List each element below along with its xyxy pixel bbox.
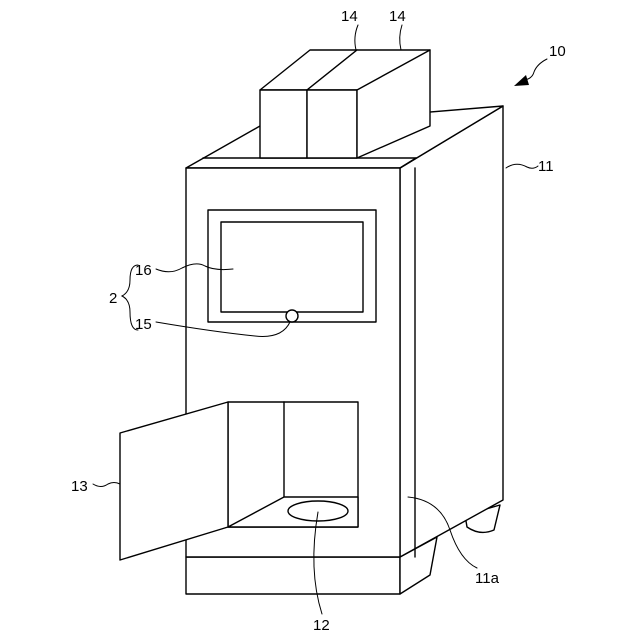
- label-13: 13: [71, 478, 88, 495]
- display-unit: [208, 210, 376, 322]
- label-11a: 11a: [475, 570, 500, 587]
- label-2: 2: [109, 290, 117, 307]
- label-10: 10: [549, 43, 566, 60]
- label-14-right: 14: [389, 8, 406, 25]
- camera-lens: [286, 310, 298, 322]
- compartment: [228, 402, 358, 527]
- arrow-head: [514, 75, 529, 86]
- label-16: 16: [135, 262, 152, 279]
- label-11: 11: [538, 158, 554, 175]
- label-14-left: 14: [341, 8, 358, 25]
- tray: [288, 501, 348, 521]
- label-15: 15: [135, 316, 152, 333]
- label-12: 12: [313, 617, 330, 634]
